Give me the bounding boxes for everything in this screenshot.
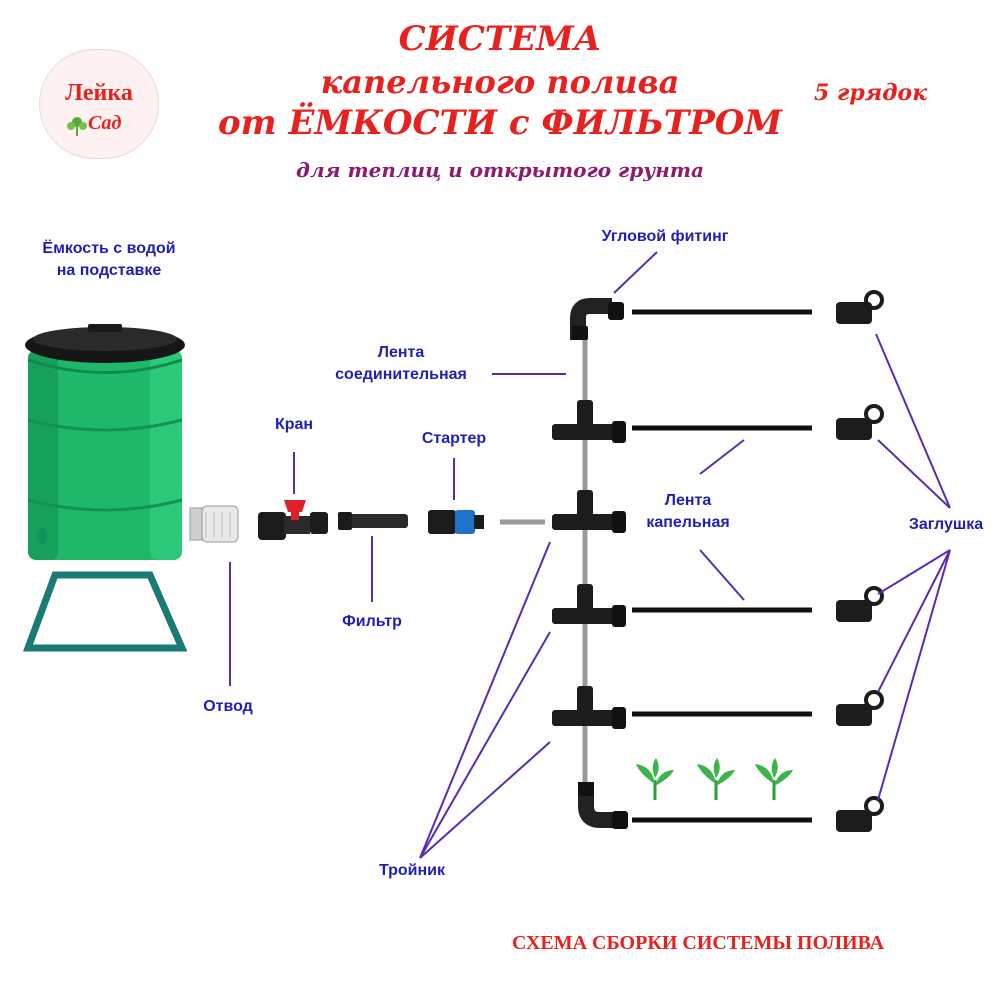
plug-icon xyxy=(836,586,884,622)
plug-icon xyxy=(836,690,884,726)
label-outlet: Отвод xyxy=(203,698,253,715)
beds-count: 5 грядок xyxy=(814,80,928,106)
logo-text-bottom: Сад xyxy=(88,112,122,134)
plug-icon xyxy=(836,796,884,832)
tee-icon xyxy=(552,400,626,443)
footer-caption: СХЕМА СБОРКИ СИСТЕМЫ ПОЛИВА xyxy=(512,932,885,954)
label-connecting-tape: Лента соединительная xyxy=(335,344,467,383)
angle-fitting-icon xyxy=(570,298,624,340)
valve-icon xyxy=(258,500,328,540)
label-tank: Ёмкость с водой на подставке xyxy=(42,240,176,279)
tee-icon xyxy=(552,490,626,533)
label-tee: Тройник xyxy=(378,862,446,879)
plug-icon xyxy=(836,290,884,324)
logo-text-top: Лейка xyxy=(65,80,133,106)
filter-icon xyxy=(338,512,408,530)
title-line-3: от ЁМКОСТИ с ФИЛЬТРОМ xyxy=(217,103,783,143)
title-line-1: СИСТЕМА xyxy=(398,19,602,59)
label-starter: Стартер xyxy=(421,430,487,447)
title-line-2: капельного полива xyxy=(320,63,680,101)
label-tap: Кран xyxy=(274,416,314,433)
seedling-icon xyxy=(697,758,735,800)
label-filter: Фильтр xyxy=(342,613,402,630)
drip-tapes xyxy=(632,309,812,823)
tee-icon xyxy=(552,686,626,729)
seedling-icon xyxy=(636,758,674,800)
label-angle-fitting: Угловой фитинг xyxy=(601,228,729,245)
label-drip-tape: Лента капельная xyxy=(646,492,730,531)
label-plug: Заглушка xyxy=(908,516,984,533)
outlet-icon xyxy=(189,505,239,543)
logo: Лейка Сад xyxy=(40,50,158,158)
starter-icon xyxy=(428,510,484,534)
subtitle: для теплиц и открытого грунта xyxy=(296,158,704,182)
tree-icon xyxy=(67,117,87,136)
plug-icon xyxy=(836,404,884,440)
stand-icon xyxy=(22,571,188,652)
angle-fitting-icon xyxy=(578,782,628,829)
barrel-icon xyxy=(25,324,185,560)
seedling-icon xyxy=(755,758,793,800)
tee-icon xyxy=(552,584,626,627)
leader-lines xyxy=(229,251,951,859)
